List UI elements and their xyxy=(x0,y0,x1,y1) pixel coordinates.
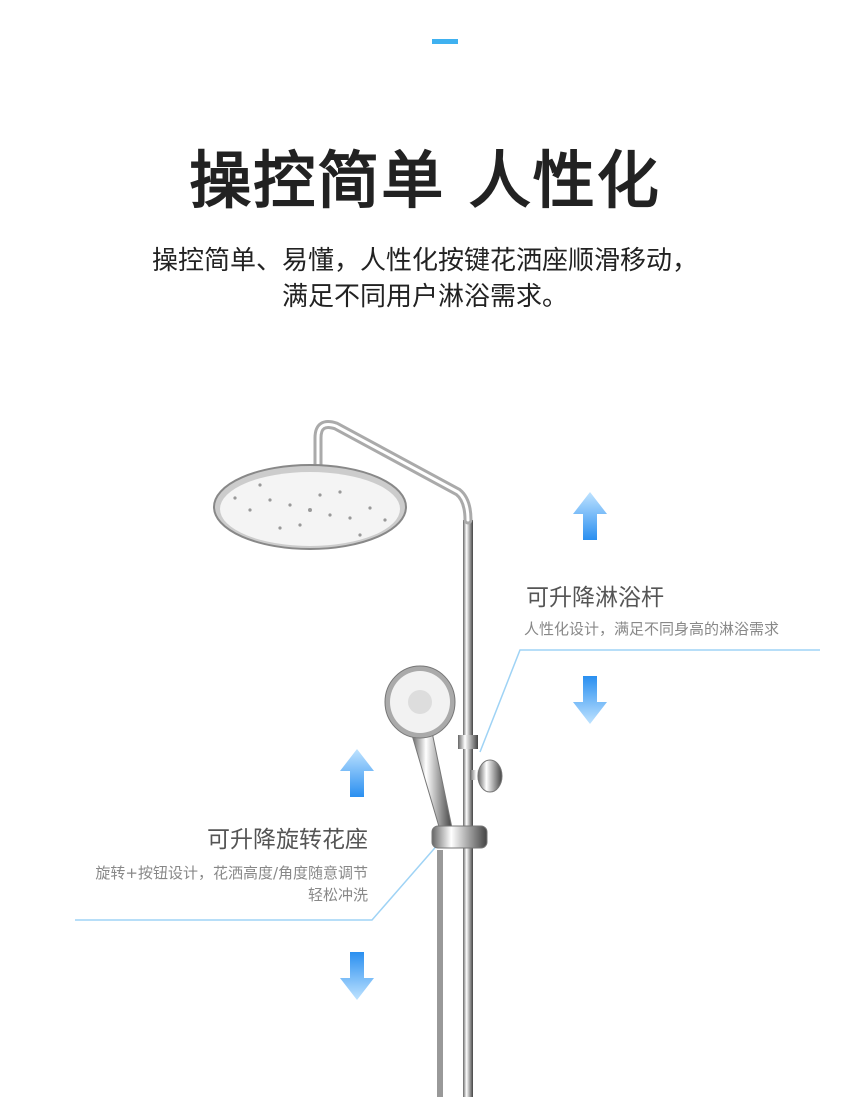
arrow-up-icon xyxy=(340,749,374,797)
page-title: 操控简单 人性化 xyxy=(189,144,661,217)
rod-callout-desc: 人性化设计，满足不同身高的淋浴需求 xyxy=(524,620,780,638)
subtitle-line-1: 操控简单、易懂，人性化按键花洒座顺滑移动， xyxy=(151,246,698,276)
rain-shower-head xyxy=(213,464,407,550)
accent-dash xyxy=(432,39,458,44)
holder-callout-title: 可升降旋转花座 xyxy=(207,827,368,853)
rod-clamp xyxy=(458,735,478,749)
holder-callout-line xyxy=(75,841,441,921)
arrow-up-icon xyxy=(573,492,607,540)
subtitle-line-2: 满足不同用户淋浴需求。 xyxy=(281,282,568,312)
arrow-down-icon xyxy=(573,676,607,724)
arrow-down-icon xyxy=(340,952,374,1000)
hand-shower xyxy=(384,665,456,831)
holder-desc-line-2: 轻松冲洗 xyxy=(307,886,368,904)
wall-bracket xyxy=(470,759,503,793)
slide-rod xyxy=(463,520,473,1097)
rod-callout-title: 可升降淋浴杆 xyxy=(526,585,664,611)
holder-callout-desc: 旋转+按钮设计，花洒高度/角度随意调节 轻松冲洗 xyxy=(95,862,368,906)
rod-callout-line xyxy=(479,649,820,753)
slide-holder xyxy=(431,825,488,849)
holder-desc-line-1: 旋转+按钮设计，花洒高度/角度随意调节 xyxy=(95,864,368,882)
